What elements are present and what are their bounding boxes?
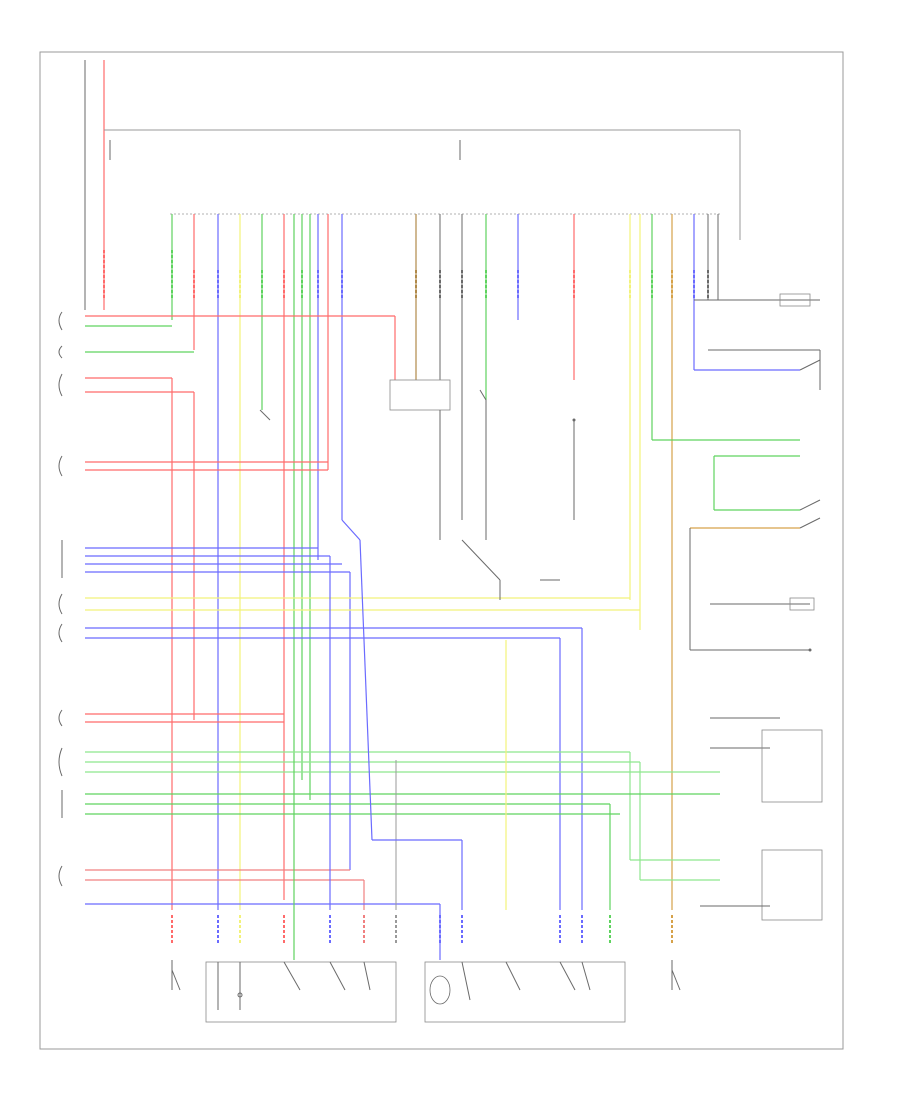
left-connector-brackets <box>58 311 63 887</box>
left-seat-module-box <box>205 961 397 1023</box>
power-feed-group <box>84 60 741 310</box>
left-connector-runs <box>85 315 720 960</box>
right-switches <box>652 293 823 921</box>
vertical-wire-bundle <box>171 214 719 910</box>
right-seat-module-box <box>424 961 626 1023</box>
bottom-modules <box>171 960 681 1023</box>
bottom-connector-ticks <box>171 915 673 945</box>
diagram-frame <box>39 51 844 1050</box>
top-connector-ticks <box>103 250 709 300</box>
center-components <box>259 379 576 600</box>
